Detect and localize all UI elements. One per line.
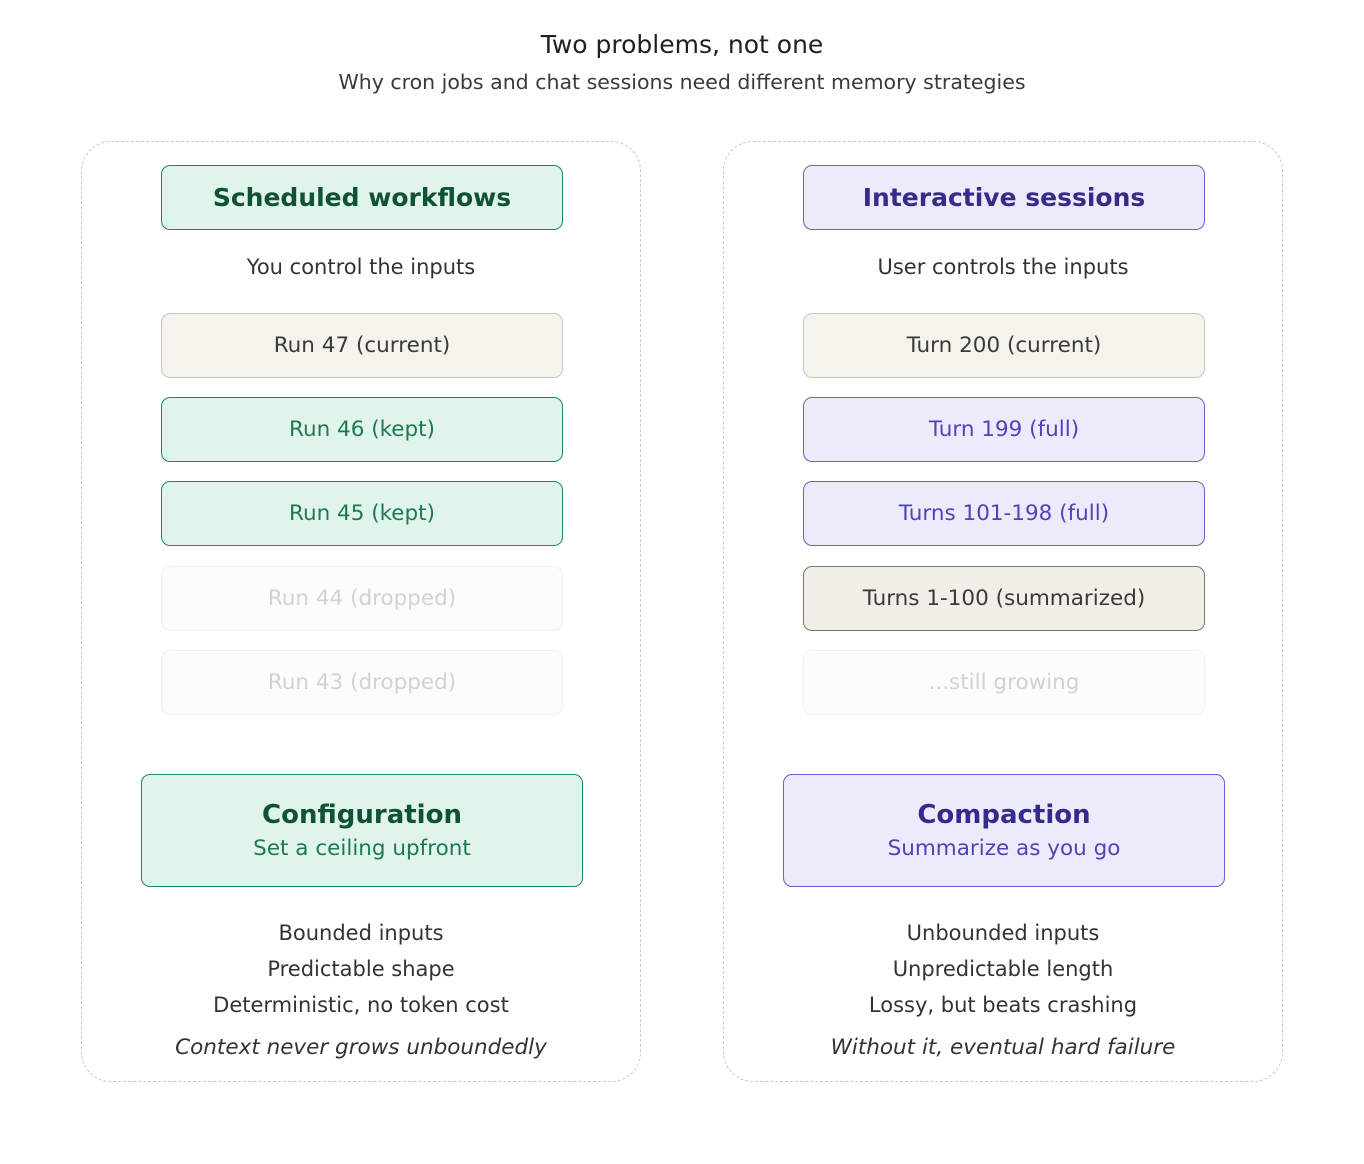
- configuration-strategy-box: Configuration Set a ceiling upfront: [141, 774, 583, 887]
- diagram-title: Two problems, not one: [540, 30, 824, 59]
- left-notes: Bounded inputs Predictable shape Determi…: [82, 915, 640, 1023]
- right-note: Unbounded inputs: [906, 921, 1100, 945]
- scheduled-workflows-panel: Scheduled workflows You control the inpu…: [81, 141, 641, 1082]
- still-growing-box: ...still growing: [803, 650, 1205, 715]
- left-caption: You control the inputs: [246, 255, 476, 279]
- run-43-box: Run 43 (dropped): [161, 650, 563, 715]
- right-note: Lossy, but beats crashing: [868, 993, 1138, 1017]
- scheduled-workflows-heading: Scheduled workflows: [161, 165, 563, 230]
- right-caption: User controls the inputs: [877, 255, 1129, 279]
- right-note: Unpredictable length: [892, 957, 1114, 981]
- diagram-subtitle: Why cron jobs and chat sessions need dif…: [338, 70, 1026, 94]
- run-47-box: Run 47 (current): [161, 313, 563, 378]
- left-note: Bounded inputs: [278, 921, 444, 945]
- interactive-sessions-panel: Interactive sessions User controls the i…: [723, 141, 1283, 1082]
- turn-200-box: Turn 200 (current): [803, 313, 1205, 378]
- right-notes: Unbounded inputs Unpredictable length Lo…: [724, 915, 1282, 1023]
- compaction-subtitle: Summarize as you go: [887, 836, 1121, 861]
- turn-199-box: Turn 199 (full): [803, 397, 1205, 462]
- left-note: Deterministic, no token cost: [213, 993, 509, 1017]
- interactive-sessions-heading: Interactive sessions: [803, 165, 1205, 230]
- right-conclusion: Without it, eventual hard failure: [830, 1035, 1176, 1060]
- configuration-title: Configuration: [262, 800, 462, 830]
- turns-101-198-box: Turns 101-198 (full): [803, 481, 1205, 546]
- compaction-title: Compaction: [917, 800, 1091, 830]
- run-44-box: Run 44 (dropped): [161, 566, 563, 631]
- left-note: Predictable shape: [267, 957, 455, 981]
- turns-1-100-box: Turns 1-100 (summarized): [803, 566, 1205, 631]
- left-conclusion: Context never grows unboundedly: [175, 1035, 547, 1060]
- run-46-box: Run 46 (kept): [161, 397, 563, 462]
- configuration-subtitle: Set a ceiling upfront: [253, 836, 471, 861]
- run-45-box: Run 45 (kept): [161, 481, 563, 546]
- compaction-strategy-box: Compaction Summarize as you go: [783, 774, 1225, 887]
